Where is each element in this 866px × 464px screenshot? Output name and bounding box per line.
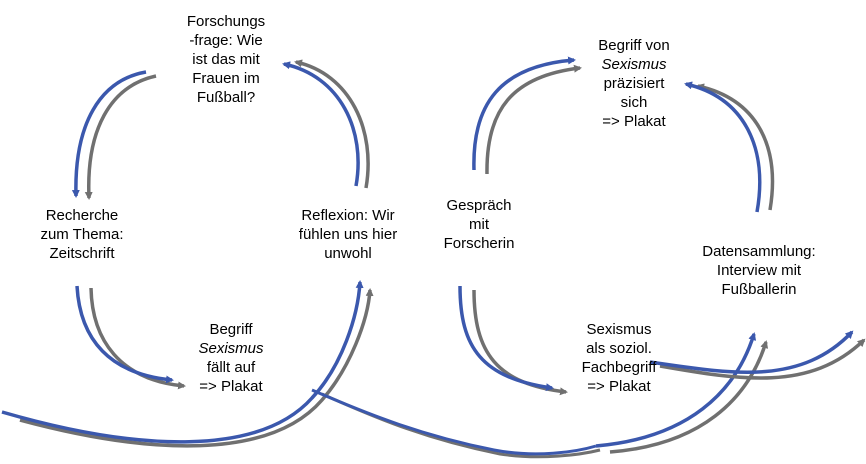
node-fachbegriff: Sexismus als soziol. Fachbegriff => Plak… <box>564 320 674 396</box>
node-text-line: Forschungs <box>186 13 266 30</box>
node-text-line: sich <box>620 94 648 111</box>
node-begriff-praezisiert: Begriff von Sexismus präzisiert sich => … <box>574 36 694 131</box>
node-text-line: Reflexion: Wir <box>301 207 395 224</box>
node-text-line: -frage: Wie <box>189 32 263 49</box>
node-text-line: präzisiert <box>603 75 665 92</box>
node-text-line: Forscherin <box>443 235 515 252</box>
node-text-line: Begriff <box>209 321 253 338</box>
node-datensammlung: Datensammlung: Interview mit Fußballerin <box>684 242 834 299</box>
arrow-gespraech-to-fachbegriff <box>458 285 568 396</box>
arrow-sweep-to-reflexion <box>1 280 374 448</box>
arrow-begriff-to-fachbegriff-connector <box>311 388 601 459</box>
node-text-line: ist das mit <box>192 51 260 68</box>
node-text-line: Datensammlung: <box>702 243 816 260</box>
node-text-line: als soziol. <box>586 340 652 357</box>
node-recherche: Recherche zum Thema: Zeitschrift <box>22 206 142 263</box>
node-text-line: Fußball? <box>196 89 256 106</box>
node-text-line: unwohl <box>324 245 372 262</box>
node-reflexion: Reflexion: Wir fühlen uns hier unwohl <box>276 206 420 263</box>
node-begriff-sexismus: Begriff Sexismus fällt auf => Plakat <box>176 320 286 396</box>
node-text-line: fällt auf <box>206 359 256 376</box>
arrow-fachbegriff-to-right <box>649 330 866 380</box>
node-text-line: mit <box>469 216 489 233</box>
node-text-line: Frauen im <box>192 70 260 87</box>
arrow-reflexion-to-frage <box>282 59 370 189</box>
arrow-sweep-to-datensammlung <box>595 332 769 454</box>
node-text-line-italic: Sexismus <box>198 340 264 357</box>
node-text-line: Recherche <box>45 207 119 224</box>
node-gespraech: Gespräch mit Forscherin <box>424 196 534 253</box>
node-text-line: => Plakat <box>602 113 666 130</box>
node-text-line: => Plakat <box>199 378 263 395</box>
node-text-line: zum Thema: <box>40 226 124 243</box>
node-text-line: Fachbegriff <box>581 359 657 376</box>
arrow-gespraech-to-praezisiert <box>472 56 582 175</box>
node-text-line: Sexismus <box>586 321 652 338</box>
node-text-line: Fußballerin <box>721 281 797 298</box>
node-text-line: Begriff von <box>598 37 670 54</box>
node-text-line: Zeitschrift <box>49 245 115 262</box>
arrow-datensammlung-to-praezisiert <box>684 81 775 213</box>
node-text-line-italic: Sexismus <box>601 56 667 73</box>
node-forschungsfrage: Forschungs -frage: Wie ist das mit Fraue… <box>166 12 286 107</box>
node-text-line: Interview mit <box>716 262 802 279</box>
node-text-line: Gespräch <box>446 197 512 214</box>
arrow-frage-to-recherche <box>71 70 157 200</box>
arrow-recherche-to-begriff <box>75 285 186 390</box>
node-text-line: fühlen uns hier <box>298 226 398 243</box>
node-text-line: => Plakat <box>587 378 651 395</box>
